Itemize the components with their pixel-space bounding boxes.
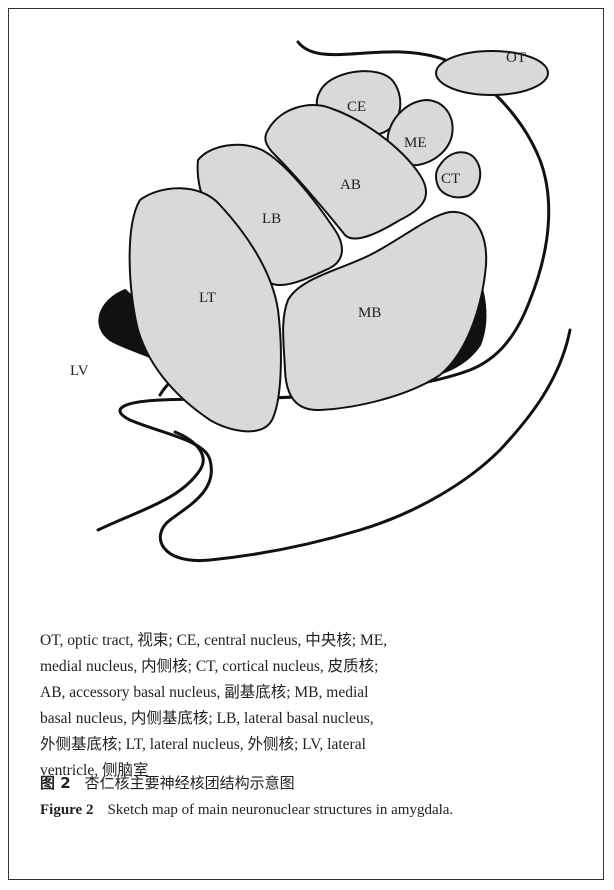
caption-en-title: Sketch map of main neuronuclear structur… [107, 802, 453, 818]
legend-line: OT, optic tract, 视束; CE, central nucleus… [40, 628, 574, 654]
legend-line: medial nucleus, 内侧核; CT, cortical nucleu… [40, 654, 574, 680]
label-OT: OT [506, 50, 526, 66]
label-LB: LB [262, 211, 281, 227]
caption-english: Figure 2 Sketch map of main neuronuclear … [40, 800, 574, 820]
legend-line: AB, accessory basal nucleus, 副基底核; MB, m… [40, 680, 574, 706]
legend-line: basal nucleus, 内侧基底核; LB, lateral basal … [40, 706, 574, 732]
caption-chinese: 图 2 杏仁核主要神经核团结构示意图 [40, 772, 574, 793]
label-ME: ME [404, 135, 427, 151]
amygdala-diagram: OT CE ME CT AB LB LT MB LV [0, 0, 614, 600]
lower-loop-line [98, 432, 203, 530]
label-LV: LV [70, 363, 89, 379]
label-CE: CE [347, 99, 366, 115]
optic-tract-shape [436, 51, 548, 95]
label-MB: MB [358, 305, 381, 321]
caption-cn-number: 图 2 [40, 774, 71, 792]
label-CT: CT [441, 171, 460, 187]
caption-cn-title: 杏仁核主要神经核团结构示意图 [85, 774, 295, 792]
label-AB: AB [340, 177, 361, 193]
label-LT: LT [199, 290, 216, 306]
caption-en-number: Figure 2 [40, 802, 93, 818]
legend-line: 外侧基底核; LT, lateral nucleus, 外侧核; LV, lat… [40, 732, 574, 758]
figure-legend: OT, optic tract, 视束; CE, central nucleus… [40, 628, 574, 784]
